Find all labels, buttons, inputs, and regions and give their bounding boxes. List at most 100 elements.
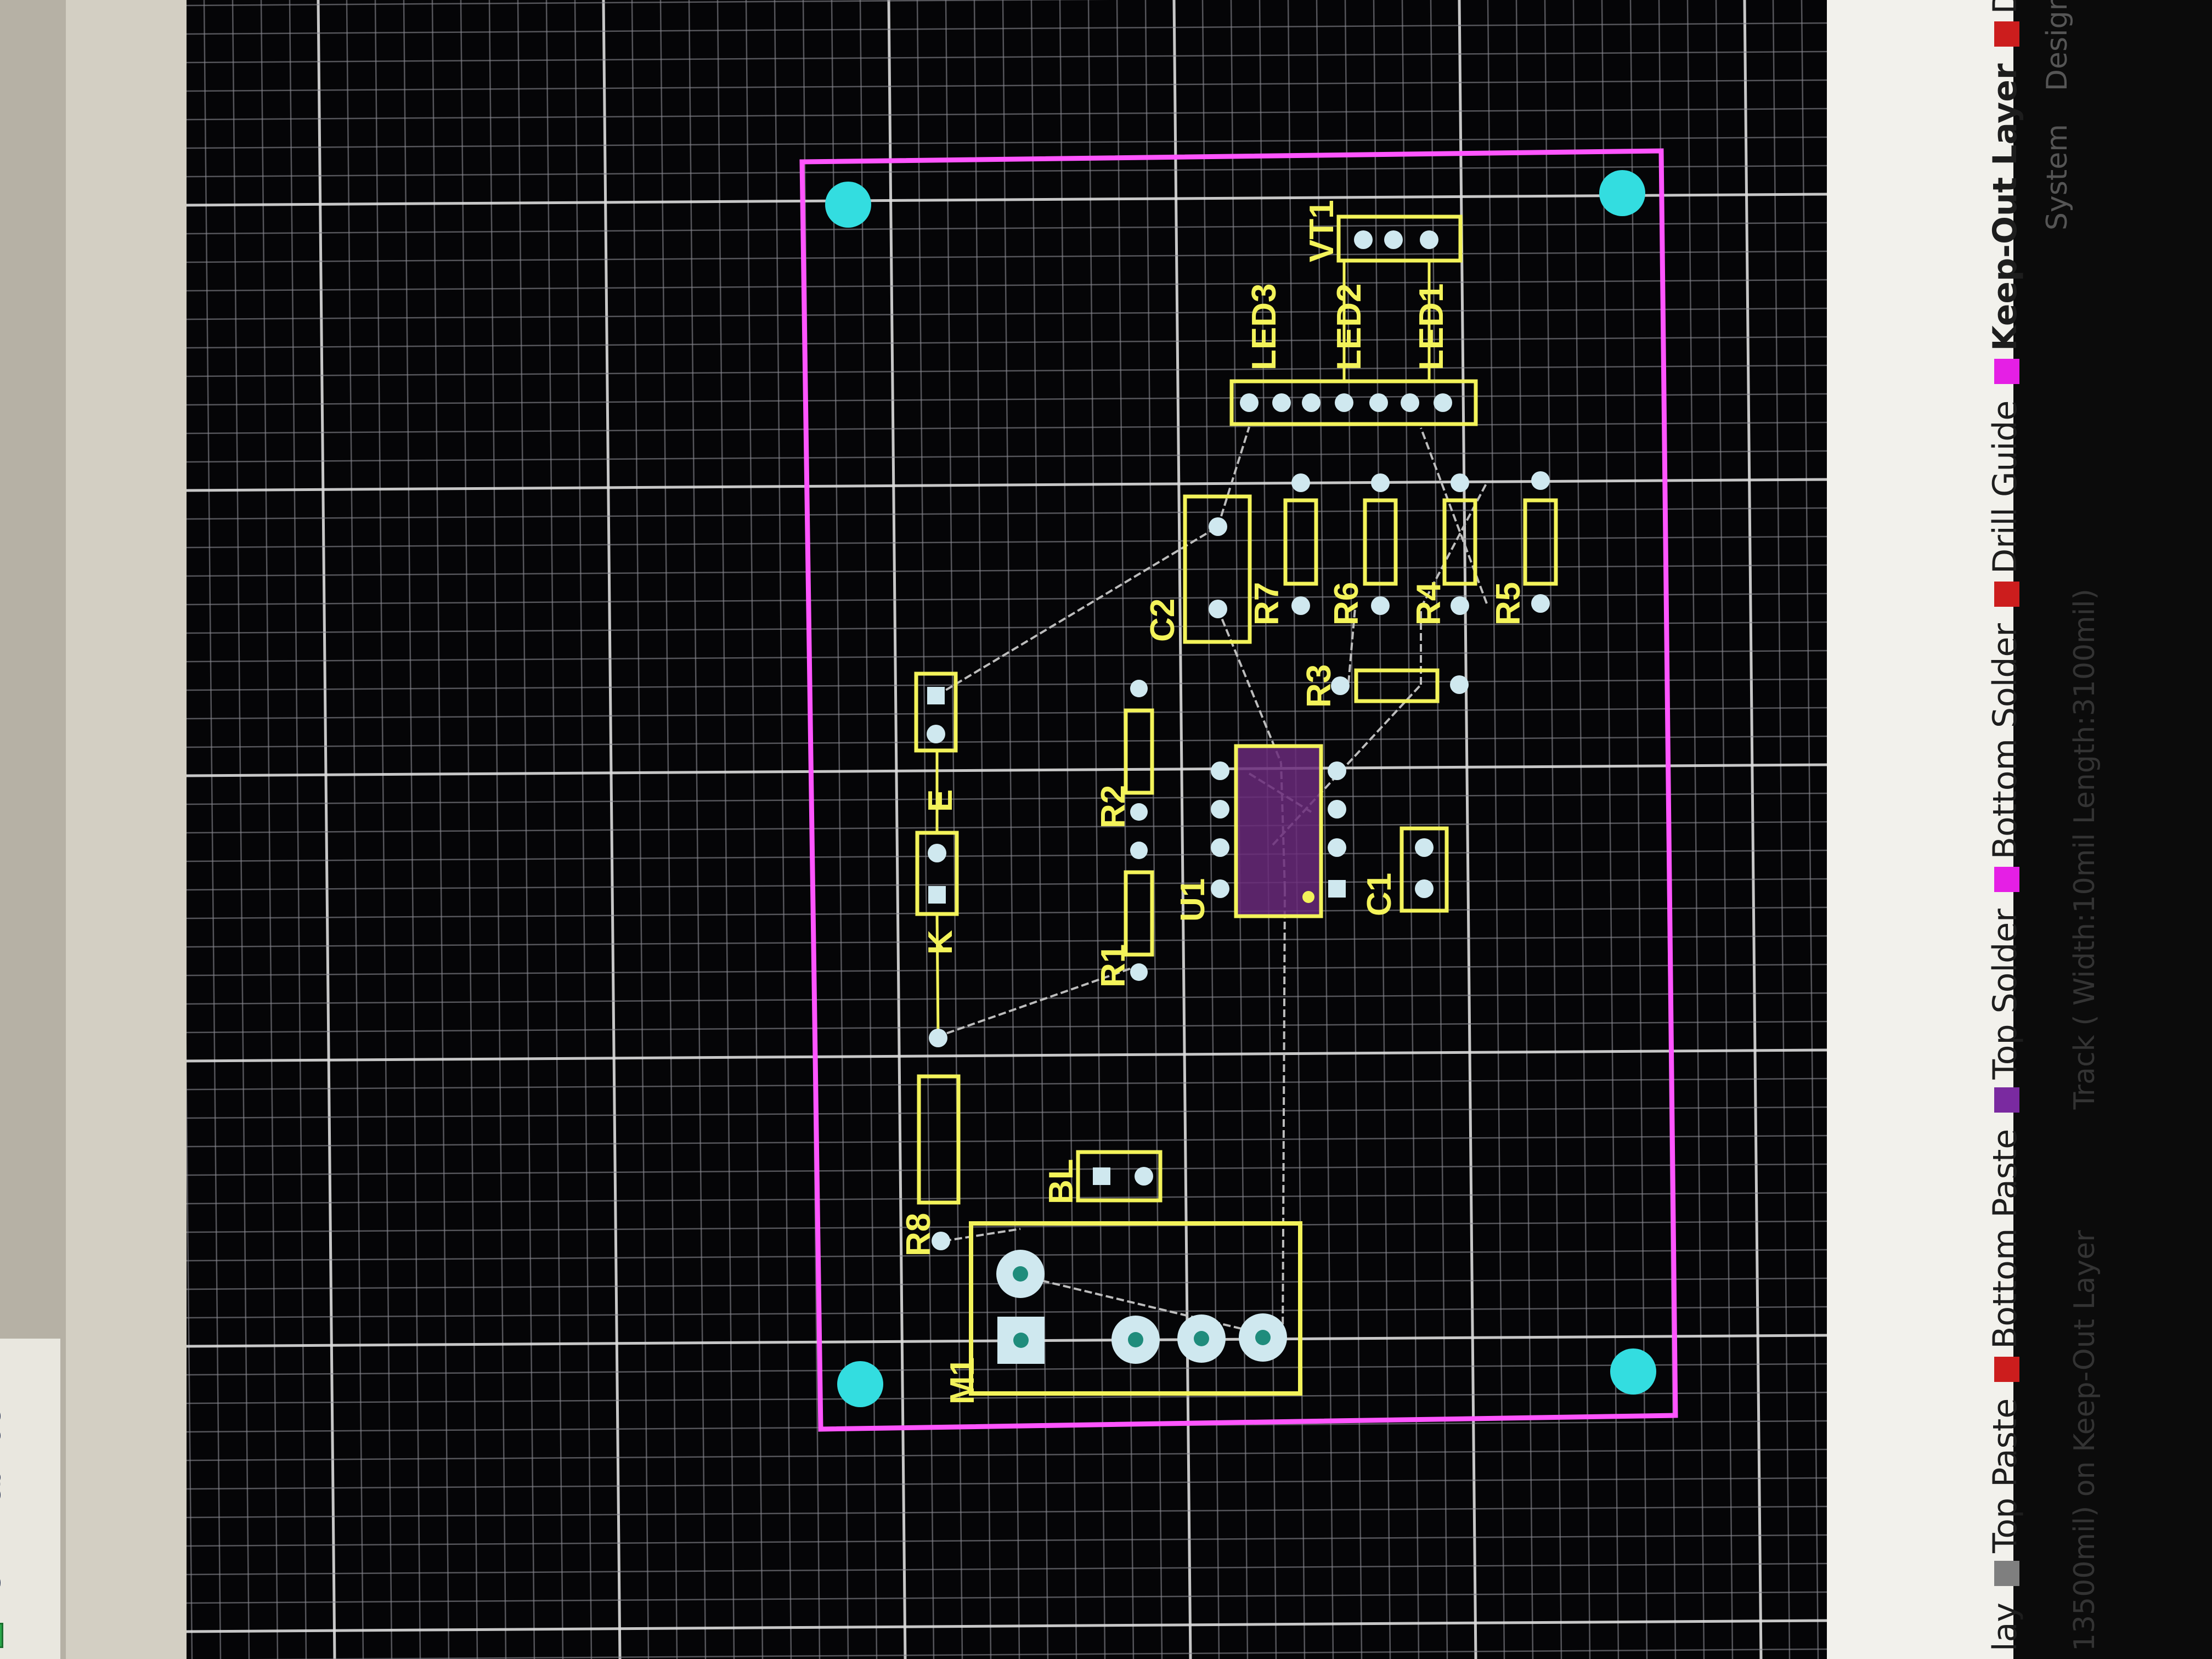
layer-tab-bottom-solder[interactable]: Bottom Solder: [1986, 623, 2024, 860]
c1-pads[interactable]: [1415, 838, 1434, 898]
r2-footprint[interactable]: [1124, 708, 1154, 795]
grid-line: [774, 0, 792, 1659]
grid-line: [187, 1619, 1827, 1633]
grid-line: [1172, 0, 1192, 1659]
label-r5: R5: [1489, 582, 1527, 625]
layer-swatch-top-paste: [1994, 1561, 2019, 1587]
grid-line: [187, 393, 1827, 406]
grid-line: [517, 0, 535, 1659]
grid-line: [1515, 0, 1534, 1659]
grid-line: [187, 1448, 1827, 1462]
r8-footprint[interactable]: [917, 1074, 961, 1205]
grid-line: [187, 450, 1827, 463]
m1-footprint[interactable]: [969, 1221, 1302, 1396]
grid-line: [187, 50, 1827, 64]
grid-line: [488, 0, 507, 1659]
u1-pin1-marker: [1302, 891, 1314, 903]
label-vt1: VT1: [1303, 200, 1341, 262]
grid-line: [374, 0, 393, 1659]
r2-pads[interactable]: [1130, 680, 1148, 821]
r3-footprint[interactable]: [1354, 668, 1440, 703]
grid-line: [187, 108, 1827, 121]
silk-k-r8: [935, 913, 940, 1037]
r1-footprint[interactable]: [1124, 870, 1154, 957]
panel-tab-design[interactable]: Design: [2041, 0, 2074, 92]
layer-tab-keep-out[interactable]: Keep-Out Layer: [1986, 63, 2024, 351]
grid-line: [317, 0, 336, 1659]
layer-tab-top-solder[interactable]: Top Solder: [1986, 909, 2024, 1080]
layer-tab-bottom-paste[interactable]: Bottom Paste: [1986, 1128, 2024, 1349]
grid-line: [289, 0, 307, 1659]
grid-line: [187, 136, 1827, 149]
u1-footprint[interactable]: [1234, 744, 1323, 918]
layer-tab-bar: [1827, 0, 2013, 1659]
mounting-hole-tr[interactable]: [1599, 170, 1645, 216]
e-connector-pads[interactable]: [927, 687, 945, 743]
r1-pads[interactable]: [1130, 842, 1148, 981]
panel-tab-system[interactable]: System: [2041, 124, 2074, 230]
grid-line: [187, 1363, 1827, 1376]
grid-line: [260, 0, 279, 1659]
bl-pads[interactable]: [1093, 1167, 1153, 1186]
vt1-pads[interactable]: [1354, 230, 1438, 249]
label-k: K: [922, 930, 960, 955]
grid-line: [1487, 0, 1505, 1659]
status-track-info: Track ( Width:10mil Length:3100mil): [2068, 589, 2101, 1110]
layer-swatch-drill-guide: [1994, 581, 2019, 607]
c2-pads[interactable]: [1209, 517, 1227, 618]
c2-footprint[interactable]: [1183, 494, 1252, 644]
panel-splitter[interactable]: [66, 0, 187, 1659]
grid-line: [187, 821, 1827, 834]
grid-line: [187, 535, 1827, 549]
grid-line: [187, 1591, 1827, 1604]
pcb-document-icon: [0, 1623, 3, 1648]
grid-line: [187, 250, 1827, 263]
label-r2: R2: [1094, 785, 1132, 828]
resistors-vertical-pads[interactable]: [1291, 471, 1550, 615]
document-tab[interactable]: PCB2.PcbDoc *: [0, 1339, 60, 1659]
mounting-hole-bl[interactable]: [837, 1361, 883, 1407]
grid-line: [187, 1135, 1827, 1148]
grid-line: [187, 592, 1827, 606]
label-u1: U1: [1174, 878, 1212, 922]
bl-footprint[interactable]: [1076, 1150, 1163, 1203]
r3-pads[interactable]: [1331, 675, 1469, 695]
grid-line: [187, 507, 1827, 520]
layer-tab-overlay[interactable]: lay: [1986, 1602, 2024, 1651]
status-bar: 13500mil) on Keep-Out Layer Track ( Width…: [2068, 589, 2101, 1651]
u1-pads[interactable]: [1211, 761, 1346, 898]
layer-tab-drill-guide[interactable]: Drill Guide: [1986, 400, 2024, 574]
vt1-footprint[interactable]: [1336, 215, 1463, 263]
grid-line: [1030, 0, 1049, 1659]
led-header-pads[interactable]: [1240, 393, 1452, 412]
r8-pads[interactable]: [929, 1029, 950, 1250]
label-e: E: [922, 789, 960, 812]
k-connector-pads[interactable]: [928, 844, 946, 904]
grid-line: [431, 0, 450, 1659]
pcb-editor-canvas[interactable]: VT1 LED3 LED2 LED1 C2 R7 R6 R4 R5 R3 R2 …: [187, 0, 1827, 1659]
label-r4: R4: [1410, 582, 1448, 625]
resistors-vertical[interactable]: [1283, 498, 1558, 586]
grid-line: [1144, 0, 1163, 1659]
grid-line: [973, 0, 992, 1659]
grid-line: [1002, 0, 1020, 1659]
grid-line: [187, 193, 1827, 207]
layer-tab-top-paste[interactable]: Top Paste: [1986, 1398, 2024, 1554]
grid-line: [187, 307, 1827, 320]
c1-footprint[interactable]: [1400, 826, 1449, 913]
status-location: 13500mil) on Keep-Out Layer: [2068, 1230, 2101, 1651]
grid-line: [187, 79, 1827, 92]
board-outline[interactable]: [799, 148, 1678, 1432]
grid-line: [1629, 0, 1648, 1659]
label-r3: R3: [1300, 664, 1338, 708]
m1-pads[interactable]: [996, 1250, 1287, 1364]
layer-tab-drill-drawing[interactable]: Drill Drawin: [1986, 0, 2024, 14]
mounting-hole-br[interactable]: [1610, 1348, 1656, 1395]
grid-line: [187, 678, 1827, 691]
pcb-drawing[interactable]: VT1 LED3 LED2 LED1 C2 R7 R6 R4 R5 R3 R2 …: [187, 0, 1827, 1659]
label-r8: R8: [900, 1213, 938, 1256]
grid-line: [187, 906, 1827, 919]
grid-line: [187, 763, 1827, 777]
led-header-footprint[interactable]: [1229, 379, 1478, 426]
mounting-hole-tl[interactable]: [825, 182, 871, 228]
